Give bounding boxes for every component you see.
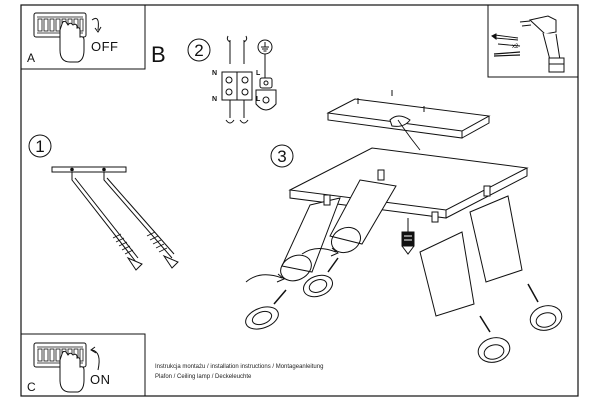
spotlight-right-back (469, 185, 563, 331)
switch-on-icon (33, 342, 100, 393)
spotlight-right-front (419, 211, 511, 363)
caption-line-1: Instrukcja montażu / installation instru… (155, 364, 324, 370)
caption-line-2: Plafon / Ceiling lamp / Deckeleuchte (155, 374, 252, 380)
outer-frame (20, 4, 579, 397)
step-3-circle (270, 144, 294, 168)
wire-n-bottom: N (212, 96, 218, 103)
wire-l-top: L (256, 70, 261, 77)
spotlight-center (301, 169, 397, 298)
switch-on-label: ON (90, 372, 111, 387)
step-1-number: 1 (35, 137, 45, 156)
step-2-number: 2 (194, 41, 204, 60)
tools-quantity: x2 (512, 44, 519, 50)
step-1-circle (28, 134, 52, 158)
wire-n-top: N (212, 70, 218, 77)
drill-icon (519, 15, 565, 73)
step-2-circle (187, 38, 211, 62)
tools-frame (487, 4, 579, 78)
ground-terminal-icon (255, 39, 277, 111)
spotlight-left (245, 194, 341, 330)
mounting-plate-with-dowels (51, 166, 179, 271)
ceiling-mount-plate (326, 90, 491, 151)
wire-l-bottom: L (256, 96, 261, 103)
panel-c-frame (20, 333, 146, 397)
panel-a-frame (20, 4, 146, 70)
panel-b-letter: B (151, 42, 166, 67)
screws-and-dowels-icon (491, 33, 521, 57)
panel-a-letter: A (27, 51, 36, 65)
terminal-block-icon (221, 35, 253, 124)
panel-c-letter: C (27, 380, 36, 394)
bulb-socket-icon (401, 218, 415, 255)
switch-off-label: OFF (91, 39, 119, 54)
switch-off-icon (33, 12, 102, 63)
step-3-number: 3 (277, 147, 287, 166)
